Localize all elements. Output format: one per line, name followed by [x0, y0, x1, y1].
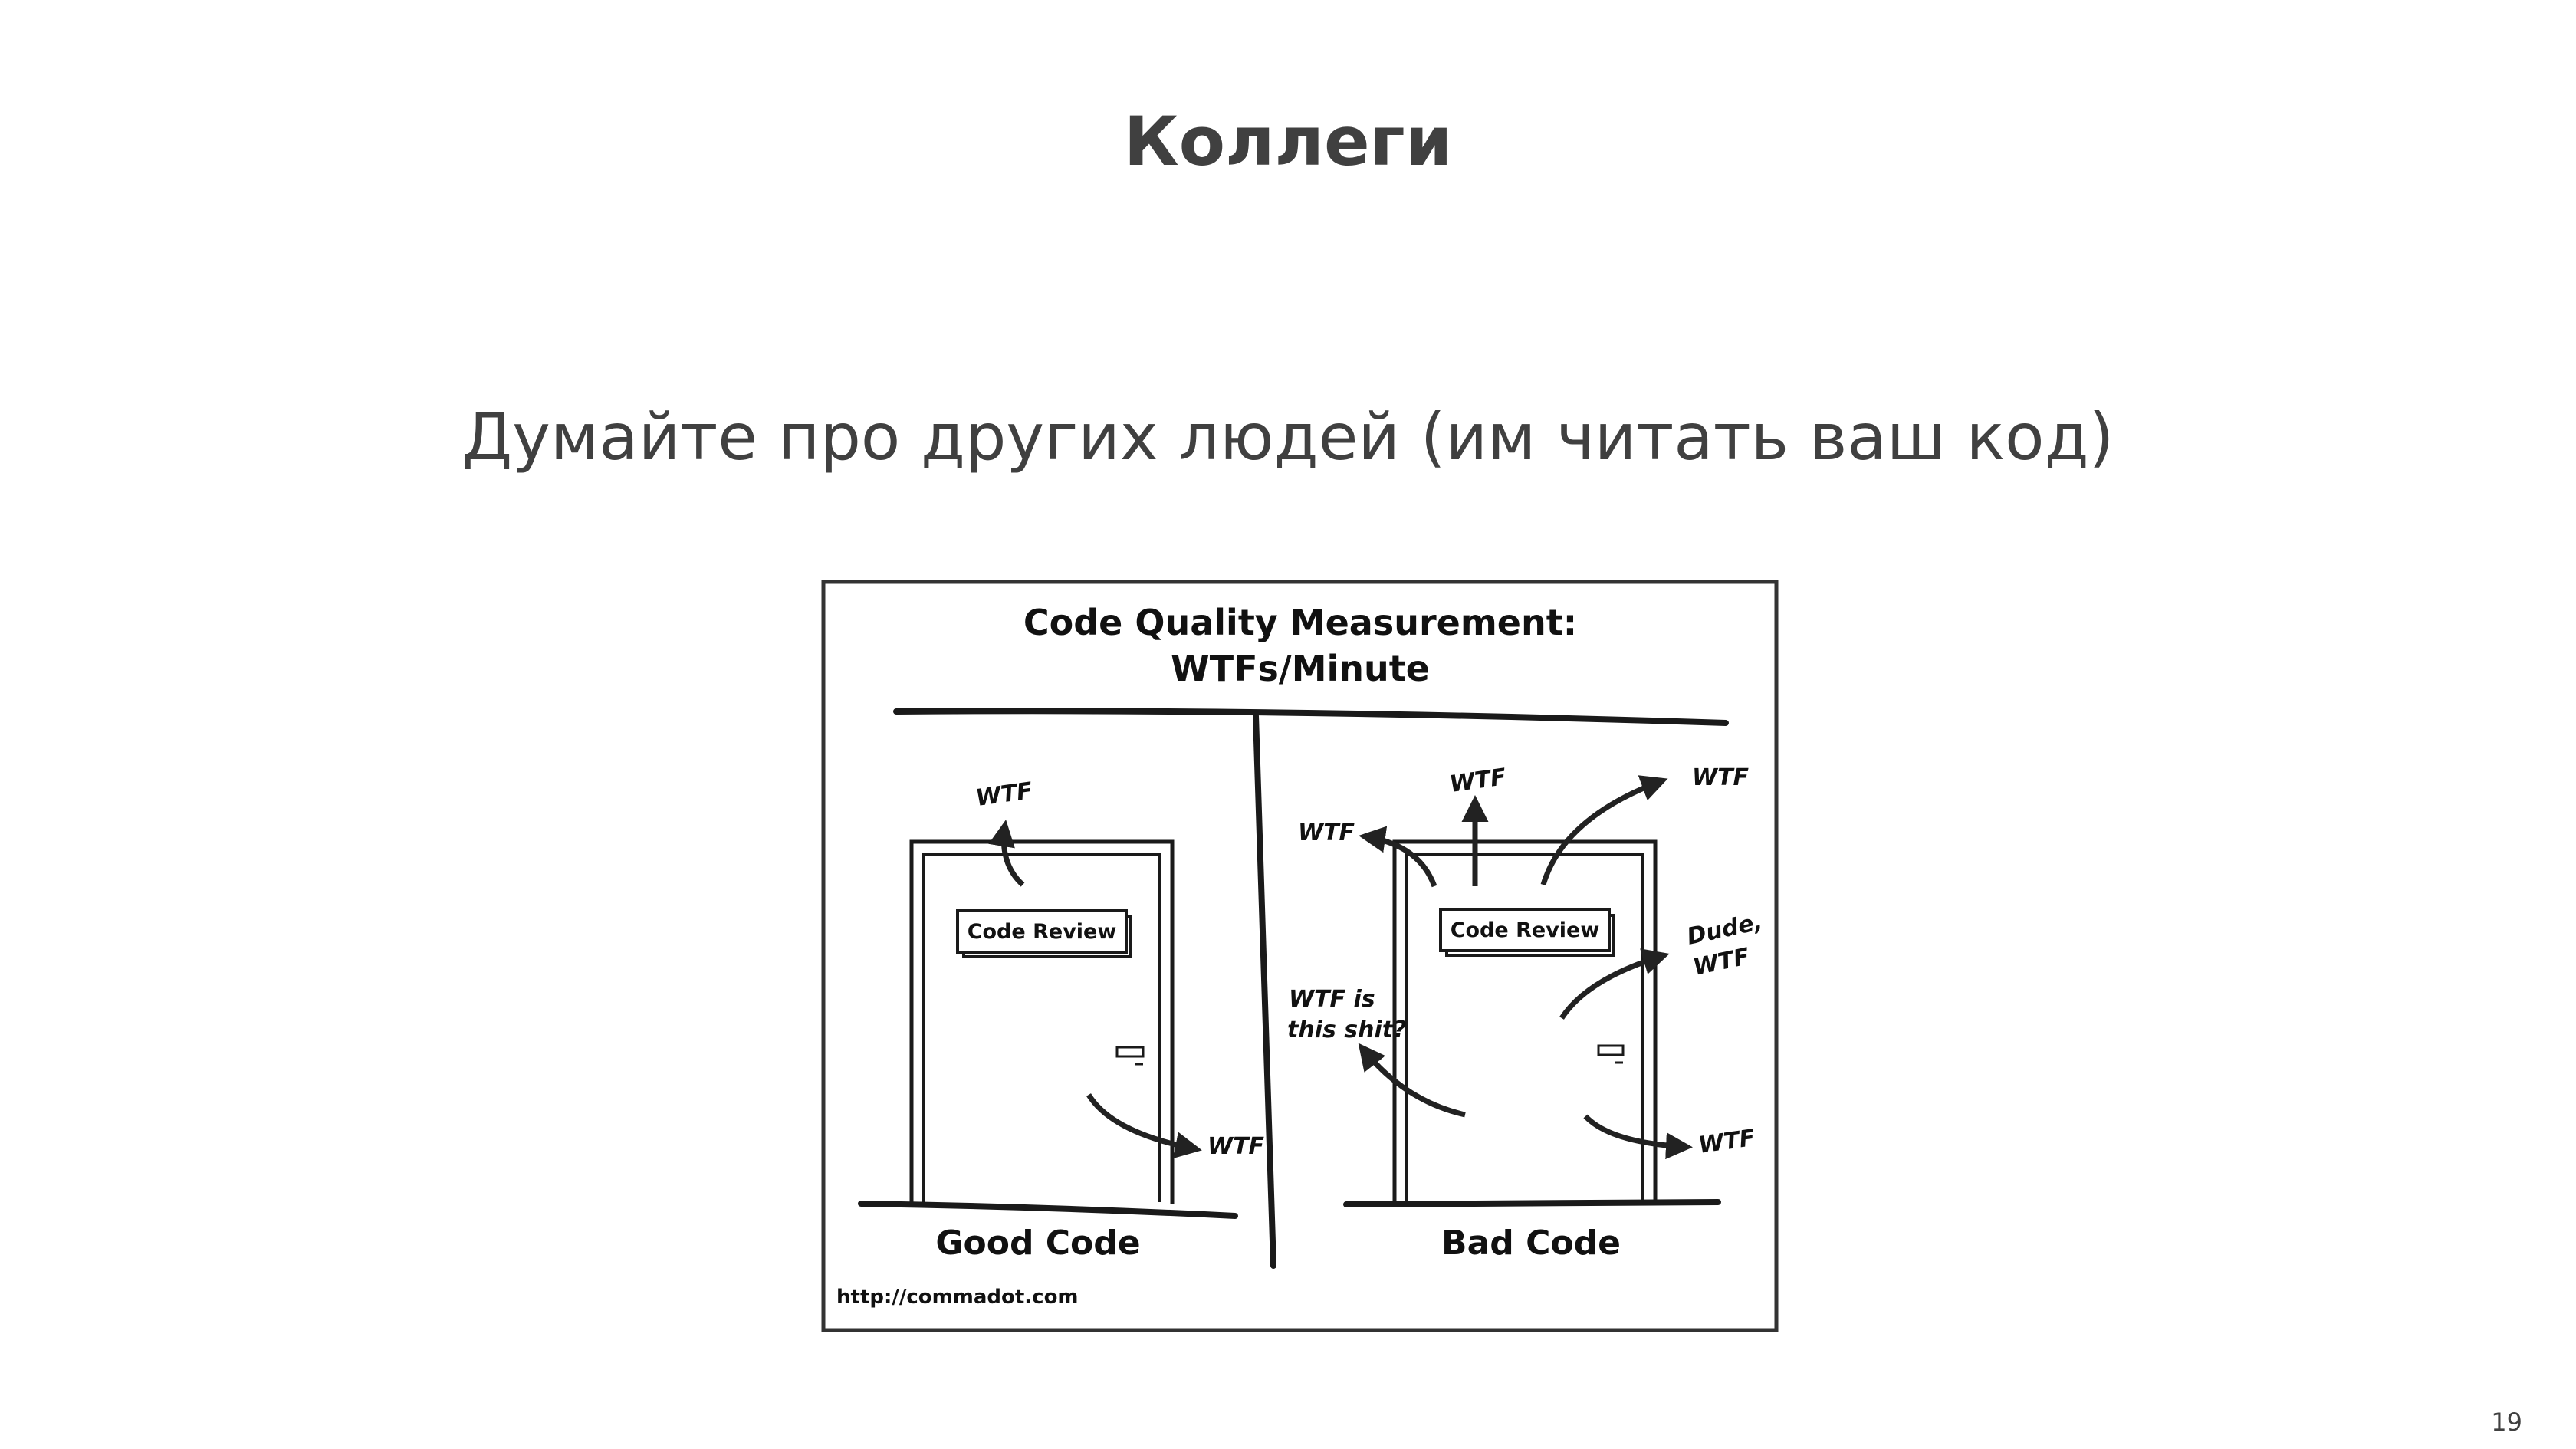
bad-door-frame-inner — [1405, 853, 1644, 1202]
bad-wtf-top-right: WTF — [1692, 764, 1750, 791]
comic-illustration: Code Quality Measurement: WTFs/Minute Co… — [821, 580, 1779, 1332]
good-arrow-bottom — [1086, 1093, 1202, 1158]
good-floor-line — [858, 1201, 1238, 1219]
comic-source-url: http://commadot.com — [836, 1286, 1079, 1309]
good-door-handle-icon — [1116, 1046, 1145, 1058]
bad-code-caption: Bad Code — [1441, 1224, 1621, 1263]
bad-floor-line — [1343, 1199, 1721, 1208]
slide-subtitle: Думайте про других людей (им читать ваш … — [462, 399, 2114, 475]
comic-drawing: Code Quality Measurement: WTFs/Minute Co… — [821, 580, 1779, 1332]
bad-arrow-top-right — [1540, 775, 1668, 886]
good-door-frame-inner — [922, 853, 1162, 1202]
good-sign-label: Code Review — [968, 920, 1117, 944]
good-door-frame-outer — [909, 840, 1175, 1204]
bad-wtf-left: WTF — [1298, 820, 1355, 846]
bad-arrow-bottom — [1583, 1114, 1693, 1160]
bad-code-review-sign — [1439, 908, 1611, 952]
slide-title: Коллеги — [1123, 102, 1453, 181]
comic-title-line2: WTFs/Minute — [1171, 648, 1430, 689]
page-number: 19 — [2491, 1408, 2522, 1437]
bad-shit-line2: this shit? — [1287, 1017, 1407, 1043]
good-code-review-sign — [956, 909, 1128, 954]
comic-title-line1: Code Quality Measurement: — [1024, 602, 1577, 643]
bad-sign-label: Code Review — [1451, 918, 1600, 942]
bad-arrow-dude — [1559, 948, 1670, 1020]
panel-divider — [1253, 713, 1276, 1269]
ceiling-line — [893, 708, 1729, 726]
good-code-panel: Code Review WTF WTF Good Code — [858, 777, 1265, 1263]
bad-door-handle-icon — [1597, 1044, 1625, 1056]
good-arrow-top — [988, 820, 1025, 887]
good-wtf-bottom: WTF — [1208, 1133, 1265, 1160]
bad-door-frame-outer — [1392, 840, 1658, 1204]
bad-shit-line1: WTF is — [1289, 986, 1375, 1013]
bad-arrow-shit — [1358, 1043, 1466, 1118]
bad-arrow-left — [1359, 826, 1438, 888]
good-code-caption: Good Code — [935, 1224, 1140, 1263]
